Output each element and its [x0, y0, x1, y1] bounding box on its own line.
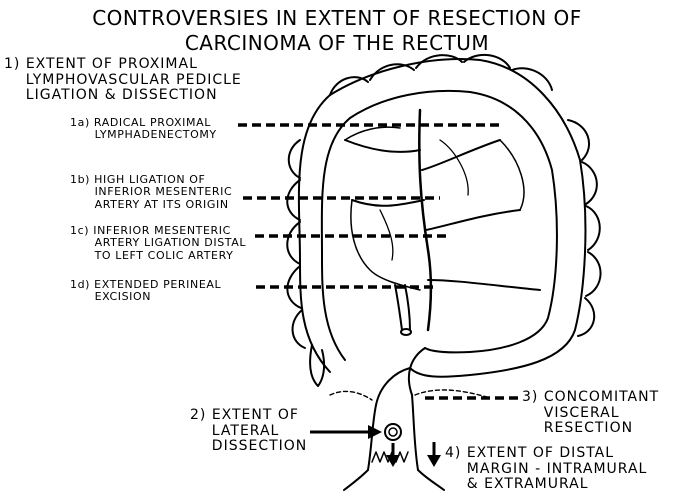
sigmoid-colon — [376, 368, 410, 405]
arrow-distal-margin-head — [427, 455, 441, 467]
anal-canal — [344, 470, 444, 490]
colon-outer-wall — [299, 59, 586, 377]
rectal-tumor-core — [389, 428, 397, 436]
label-1-proximal-ligation: 1) EXTENT OF PROXIMAL LYMPHOVASCULAR PED… — [4, 57, 242, 104]
sigmoid-inner — [409, 348, 425, 395]
label-2-lateral-dissection: 2) EXTENT OF LATERAL DISSECTION — [190, 408, 307, 455]
label-1d-perineal-excision: 1d) EXTENDED PERINEAL EXCISION — [70, 279, 221, 304]
label-3-visceral-resection: 3) CONCOMITANT VISCERAL RESECTION — [522, 390, 659, 437]
rectal-tumor — [385, 424, 401, 440]
colon-inner-wall — [322, 91, 557, 360]
mesenteric-arcade — [345, 127, 524, 290]
label-1b-high-ligation: 1b) HIGH LIGATION OF INFERIOR MESENTERIC… — [70, 174, 232, 211]
inferior-mesenteric-artery — [419, 110, 431, 330]
rectum-right-wall — [412, 395, 418, 470]
ima-branch-right — [345, 140, 424, 206]
ima-branch-left — [422, 140, 540, 290]
appendix — [310, 345, 324, 386]
haustra-descending — [568, 120, 601, 336]
label-1c-ligation-distal: 1c) INFERIOR MESENTERIC ARTERY LIGATION … — [70, 225, 246, 262]
ligated-vessel-stump — [395, 285, 410, 330]
label-4-distal-margin: 4) EXTENT OF DISTAL MARGIN - INTRAMURAL … — [445, 446, 647, 493]
arrow-lateral-head — [368, 425, 382, 439]
vessel-stump-end — [401, 329, 411, 335]
label-1a-radical-lymphadenectomy: 1a) RADICAL PROXIMAL LYMPHADENECTOMY — [70, 117, 217, 142]
